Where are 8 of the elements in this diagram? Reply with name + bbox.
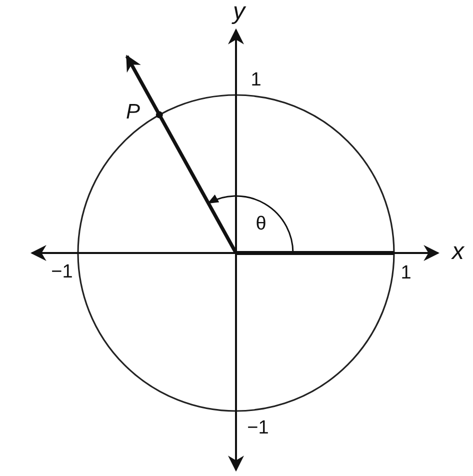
point-label: P: [126, 102, 140, 122]
tick-label: 1: [400, 264, 412, 282]
tick-label: −1: [51, 262, 73, 282]
tick-label: 1: [250, 70, 262, 90]
angle-label: θ: [256, 214, 266, 234]
tick-label: −1: [247, 418, 269, 438]
axis-label: y: [233, 0, 245, 24]
axis-label: x: [452, 240, 464, 264]
